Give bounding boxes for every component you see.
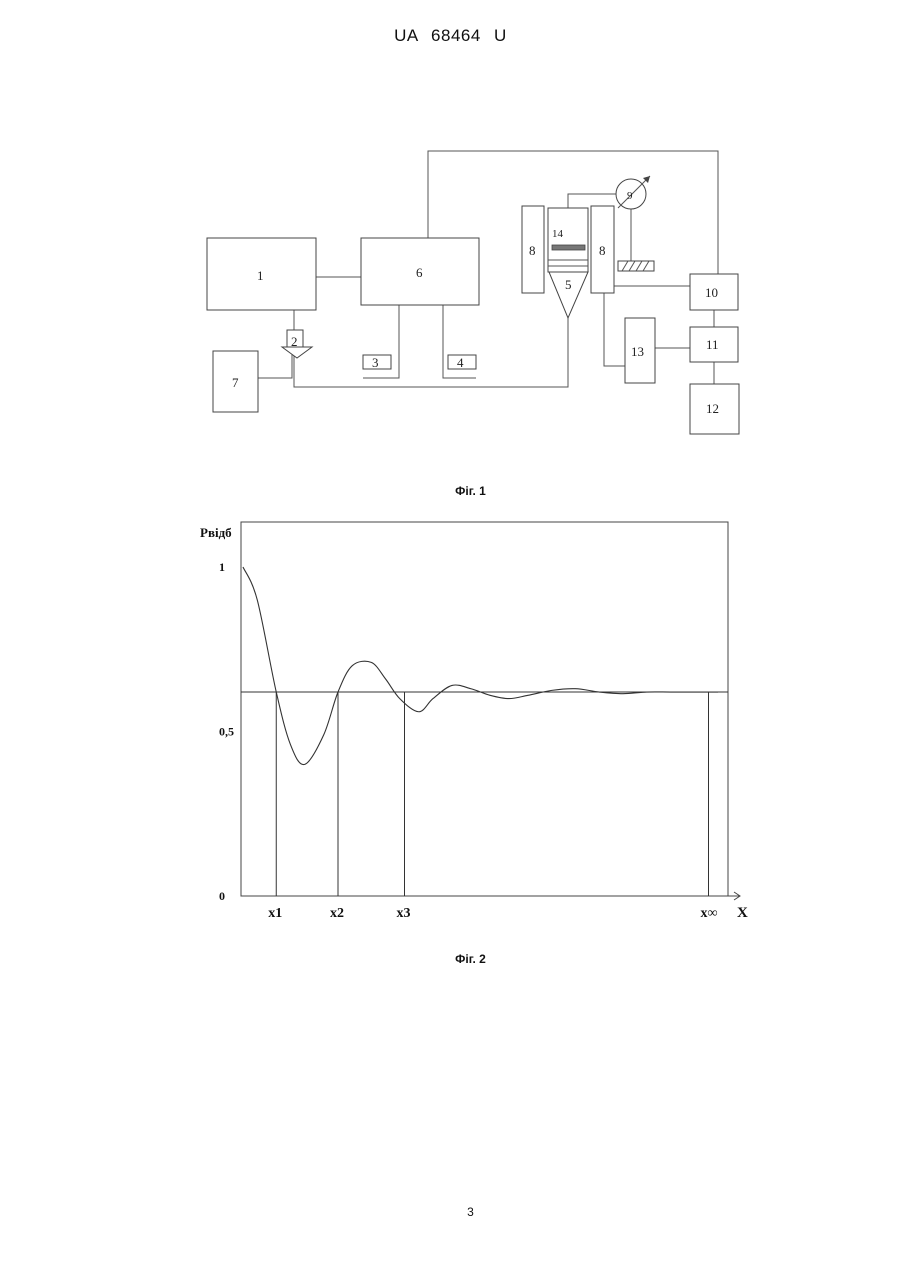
y-tick-label: 0,5	[219, 725, 234, 739]
chart-frame	[241, 522, 740, 900]
crossing-markers	[276, 692, 708, 896]
axis-labels: Рвідб 1 0,5 0 x1 x2 x3 x∞ X	[200, 525, 748, 921]
x-tick-label: x1	[268, 906, 282, 921]
plot-border	[241, 522, 728, 896]
reflectance-curve	[243, 567, 718, 765]
y-tick-label: 1	[219, 560, 225, 574]
x-tick-label: x3	[397, 906, 411, 921]
x-tick-label: x2	[330, 906, 344, 921]
y-axis-label: Рвідб	[200, 525, 232, 540]
x-tick-label: x∞	[701, 906, 718, 921]
y-tick-label: 0	[219, 889, 225, 903]
figure-2-chart: Рвідб 1 0,5 0 x1 x2 x3 x∞ X	[0, 0, 901, 960]
series-line	[243, 567, 718, 765]
x-axis-label: X	[737, 905, 748, 921]
page-number: 3	[0, 1205, 901, 1219]
figure-2-caption: Фіг. 2	[0, 952, 901, 966]
